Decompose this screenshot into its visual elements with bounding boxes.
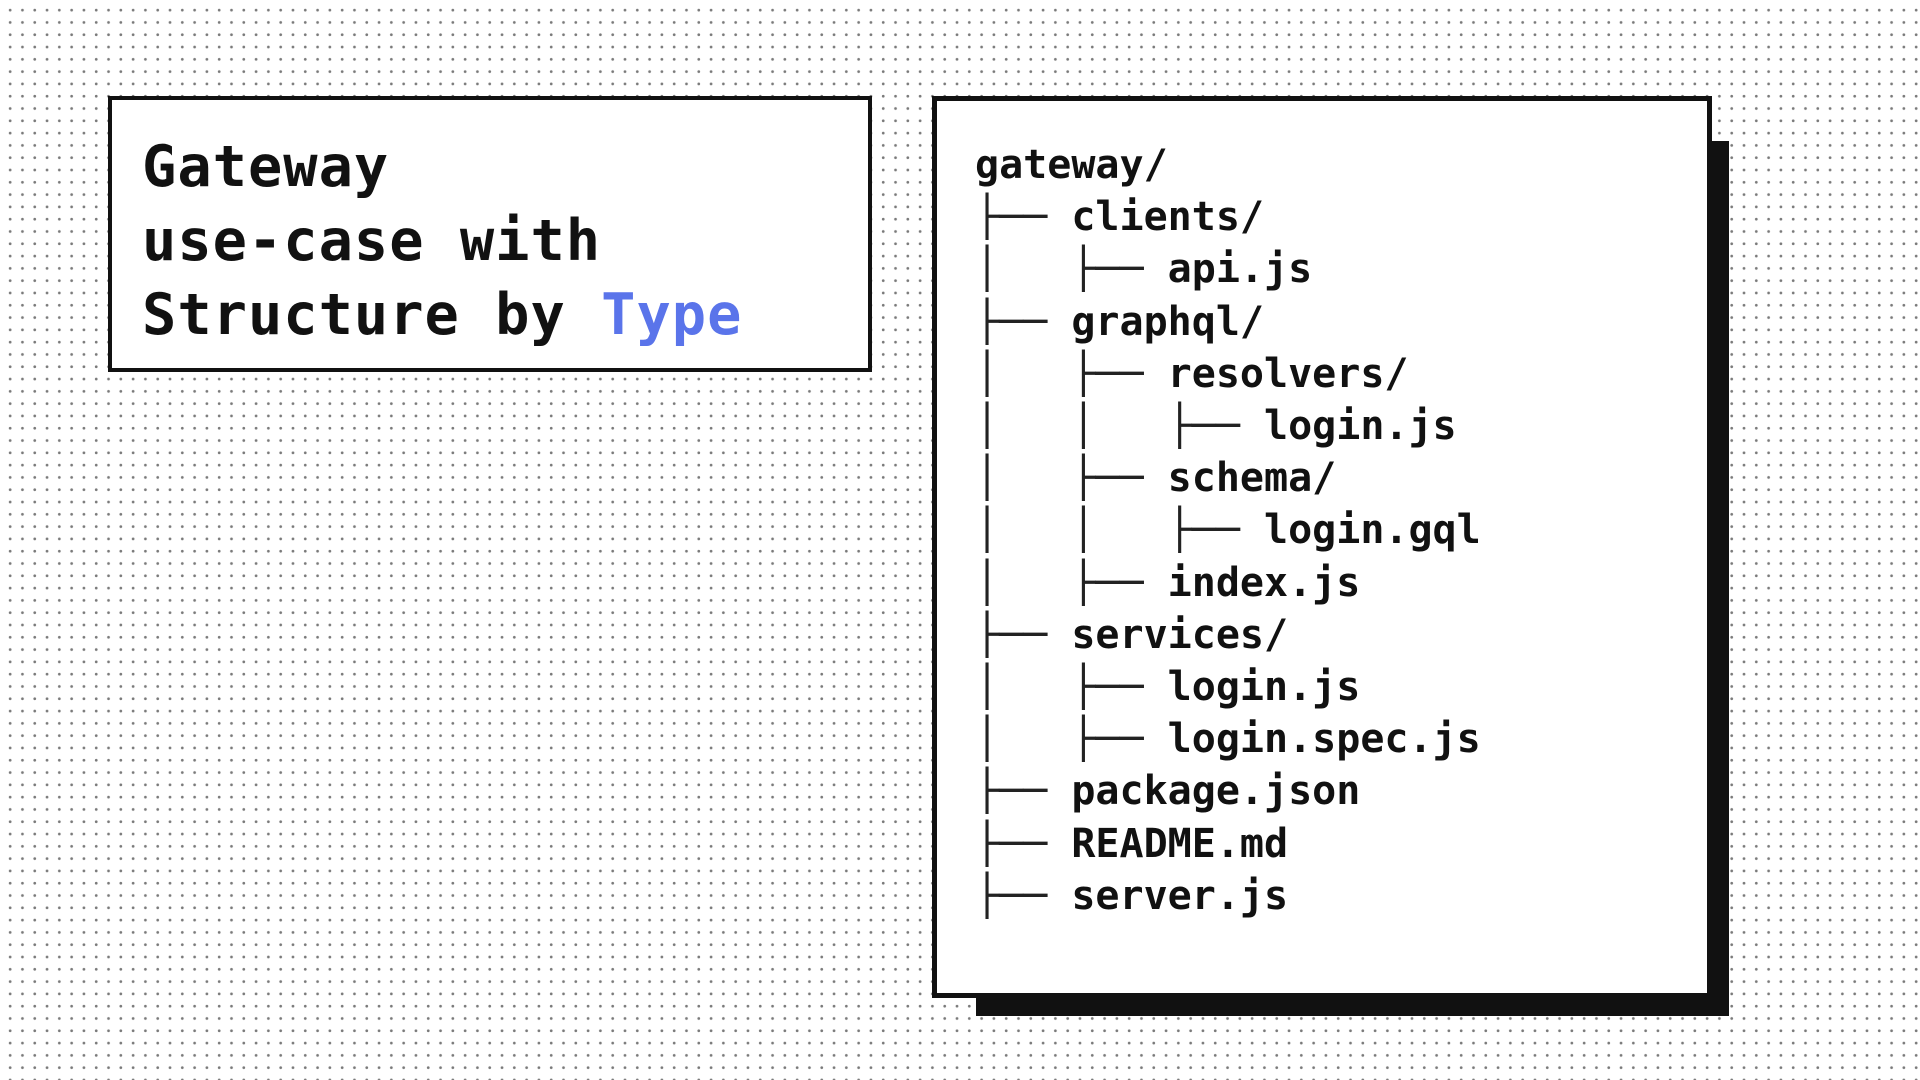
tree-branch-prefix: │ ├── (975, 559, 1168, 606)
file-tree-panel: gateway/ ├── clients/ │ ├── api.js ├── g… (932, 96, 1712, 998)
tree-branch-prefix: │ │ ├── (975, 507, 1264, 554)
tree-branch-prefix: │ ├── (975, 246, 1168, 293)
title-line-1: Gateway (142, 134, 390, 200)
tree-file-name: package.json (1071, 768, 1361, 815)
tree-branch-prefix: ├── (975, 298, 1072, 345)
tree-file-name: api.js (1167, 246, 1313, 293)
tree-folder-name: services/ (1071, 611, 1289, 658)
title-line-3: Structure by Type (142, 278, 868, 352)
title-panel: Gateway use-case with Structure by Type (108, 96, 872, 372)
tree-row: │ ├── index.js (975, 557, 1707, 609)
tree-row: ├── package.json (975, 765, 1707, 817)
tree-file-name: login.js (1167, 663, 1361, 710)
tree-folder-name: gateway/ (975, 142, 1168, 189)
tree-folder-name: schema/ (1167, 455, 1337, 502)
tree-row: │ │ ├── login.js (975, 400, 1707, 452)
tree-folder-name: clients/ (1071, 194, 1264, 241)
tree-branch-prefix: │ ├── (975, 663, 1168, 710)
tree-row: │ │ ├── login.gql (975, 504, 1707, 556)
title-accent-word: Type (601, 282, 743, 348)
tree-branch-prefix: ├── (975, 194, 1072, 241)
tree-row: ├── clients/ (975, 191, 1707, 243)
title-line-2: use-case with (142, 208, 602, 274)
tree-row: ├── services/ (975, 609, 1707, 661)
tree-folder-name: resolvers/ (1167, 350, 1409, 397)
tree-folder-name: graphql/ (1071, 298, 1264, 345)
tree-row: │ ├── login.spec.js (975, 713, 1707, 765)
tree-row: ├── graphql/ (975, 296, 1707, 348)
tree-branch-prefix: ├── (975, 768, 1072, 815)
tree-row: │ ├── api.js (975, 243, 1707, 295)
tree-branch-prefix: ├── (975, 820, 1072, 867)
tree-row: │ ├── login.js (975, 661, 1707, 713)
tree-file-name: login.gql (1263, 507, 1481, 554)
tree-branch-prefix: ├── (975, 872, 1072, 919)
tree-row-root: gateway/ (975, 139, 1707, 191)
tree-file-name: README.md (1071, 820, 1289, 867)
title-line-3-text: Structure by (142, 282, 602, 348)
tree-file-name: login.spec.js (1167, 716, 1481, 763)
tree-branch-prefix: │ │ ├── (975, 403, 1264, 450)
tree-branch-prefix: ├── (975, 611, 1072, 658)
tree-file-name: index.js (1167, 559, 1361, 606)
tree-row: ├── server.js (975, 870, 1707, 922)
tree-row: │ ├── schema/ (975, 452, 1707, 504)
tree-branch-prefix: │ ├── (975, 716, 1168, 763)
tree-row: ├── README.md (975, 817, 1707, 869)
tree-branch-prefix: │ ├── (975, 455, 1168, 502)
tree-row: │ ├── resolvers/ (975, 348, 1707, 400)
tree-branch-prefix: │ ├── (975, 350, 1168, 397)
tree-file-name: server.js (1071, 872, 1289, 919)
tree-file-name: login.js (1263, 403, 1457, 450)
